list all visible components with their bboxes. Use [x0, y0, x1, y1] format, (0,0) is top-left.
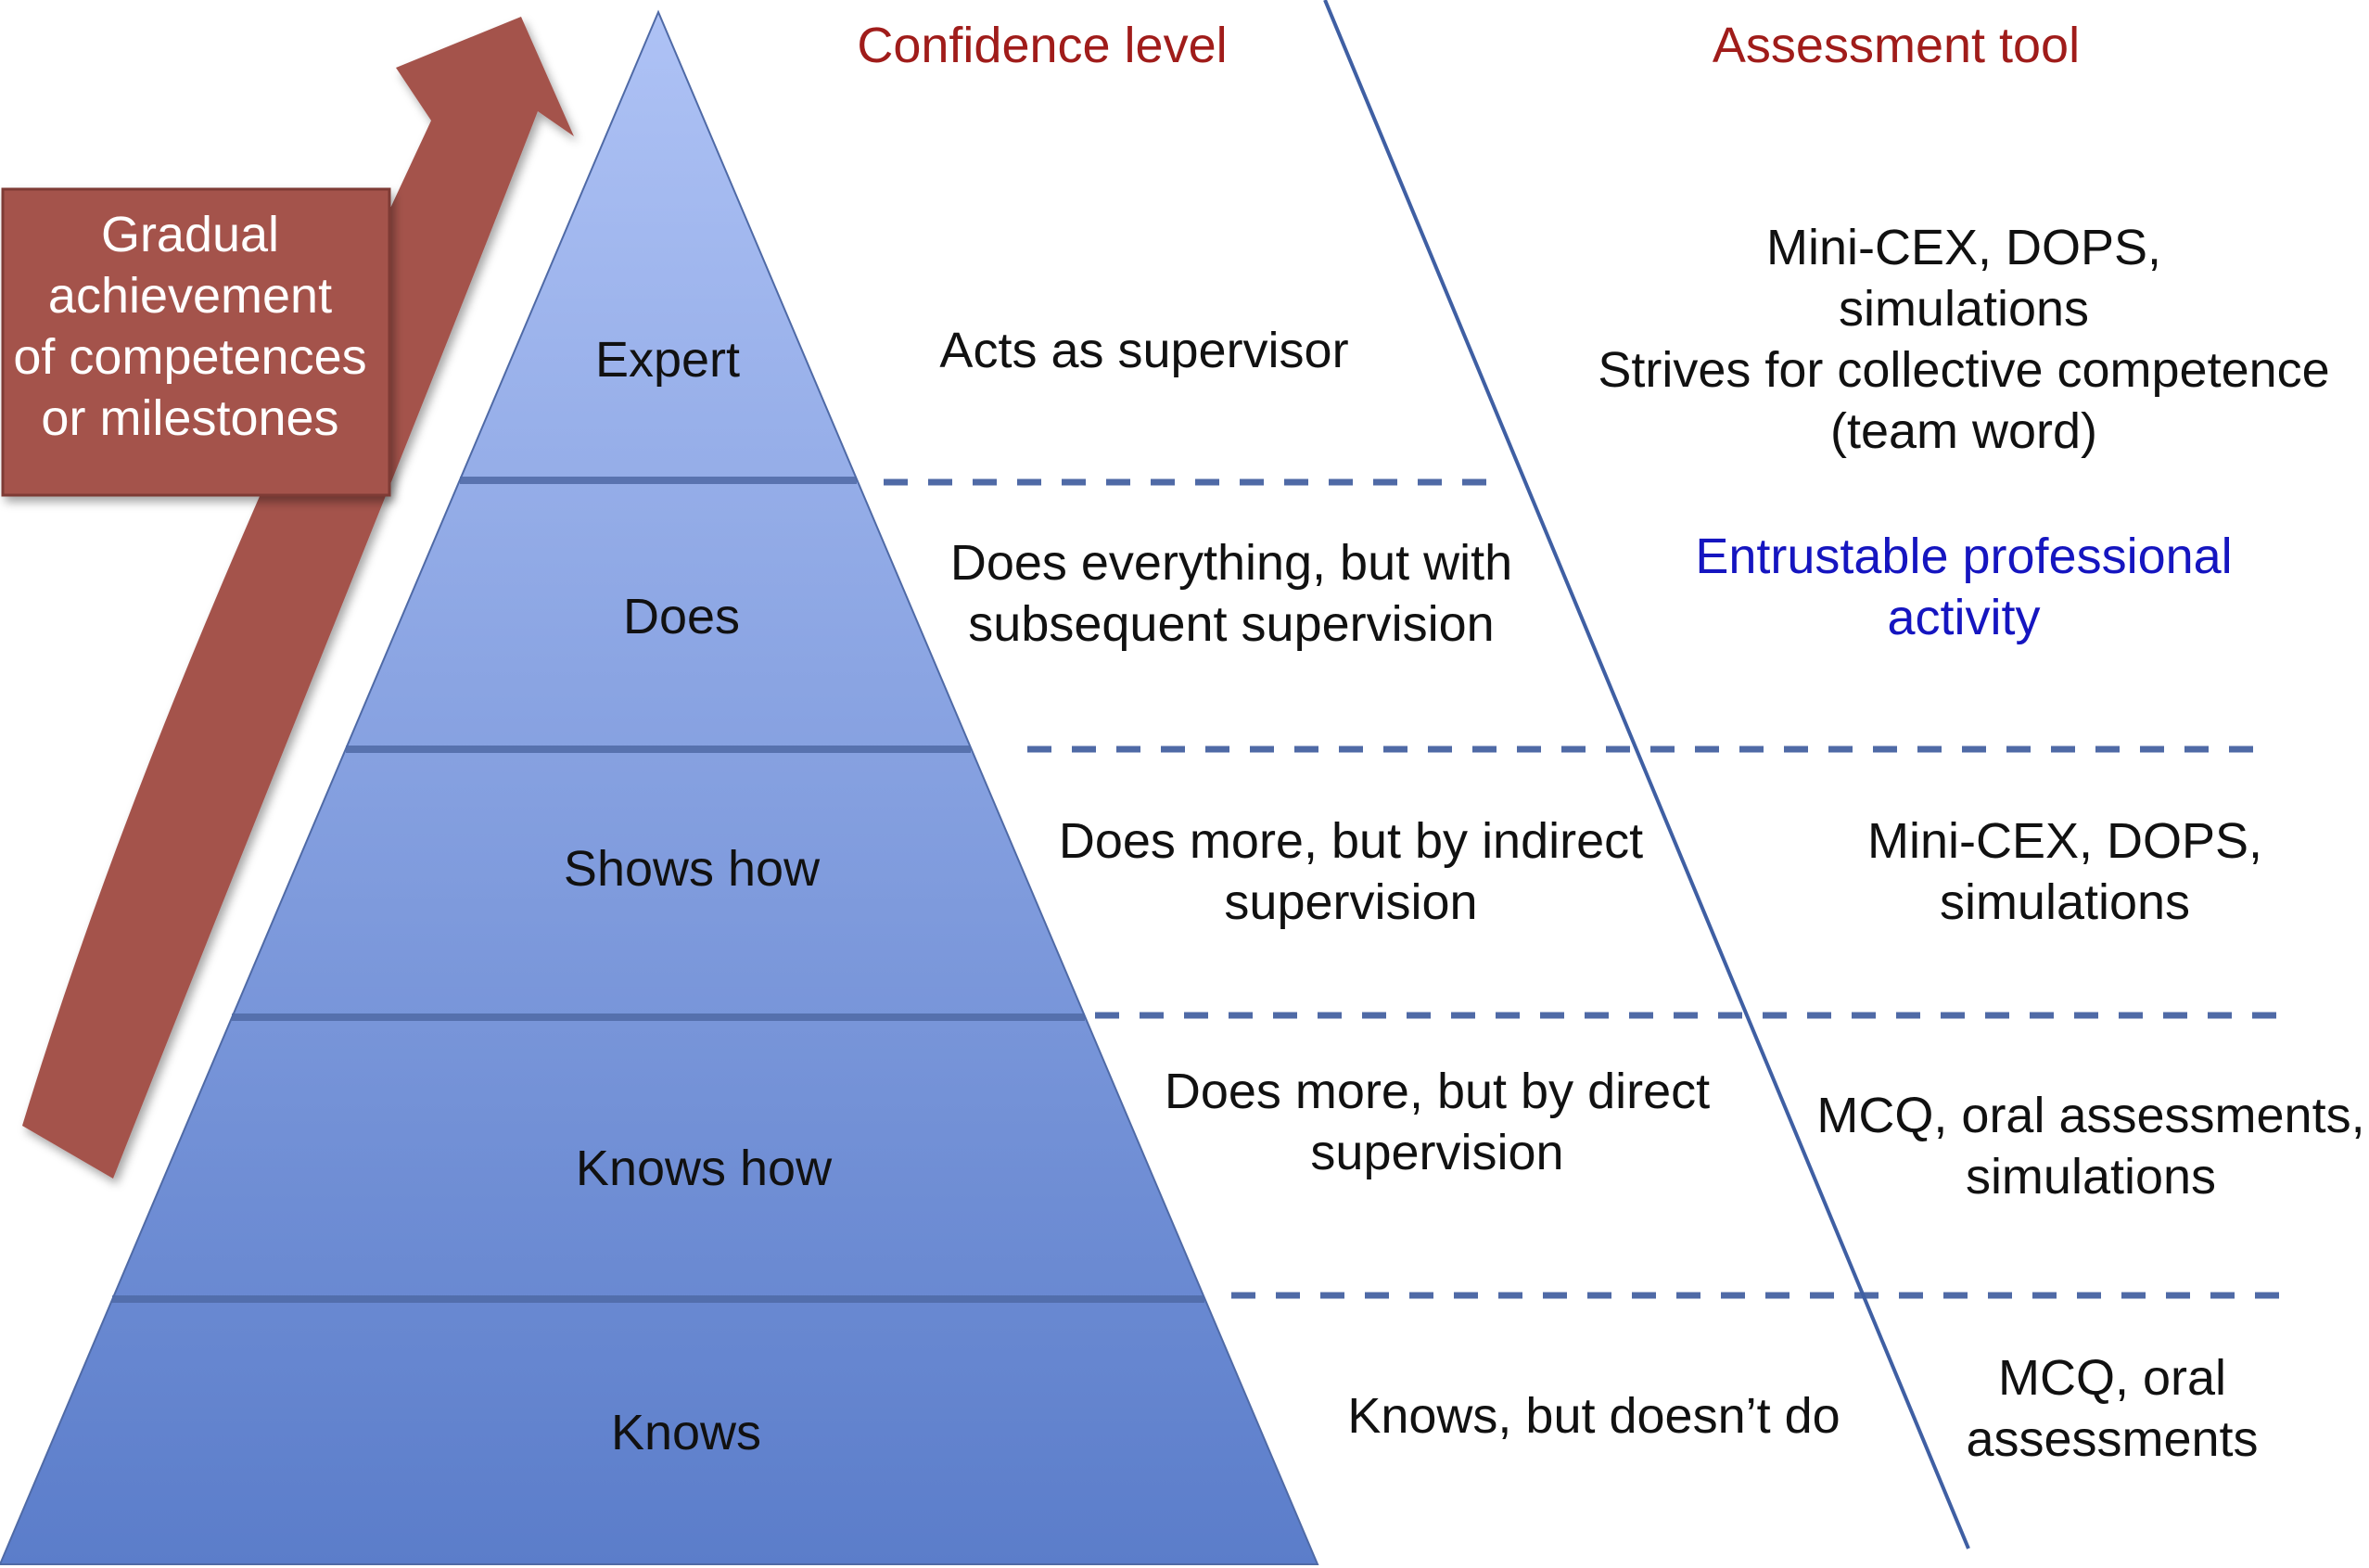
assessment-line: assessments: [1966, 1411, 2259, 1467]
confidence-line: Does everything, but with: [949, 535, 1513, 591]
growth-arrow: [22, 17, 574, 1179]
assessment-line: (team word): [1829, 403, 2098, 459]
arrow-label-line: or milestones: [41, 390, 339, 446]
assessment-epa: Entrustable professional activity: [1695, 526, 2232, 648]
confidence-shows-how: Does more, but by indirect supervision: [1059, 810, 1643, 933]
pyramid-level-expert: Expert: [594, 332, 741, 388]
assessment-line: simulations: [1965, 1149, 2217, 1205]
assessment-line: MCQ, oral: [1997, 1350, 2227, 1406]
assessment-knows: MCQ, oral assessments: [1966, 1347, 2258, 1470]
confidence-knows: Knows, but doesn’t do: [1347, 1385, 1840, 1447]
assessment-line: Mini-CEX, DOPS,: [1765, 220, 2162, 275]
assessment-expert: Mini-CEX, DOPS, simulations Strives for …: [1598, 217, 2329, 462]
dashed-separators: [884, 478, 2285, 1299]
confidence-line: subsequent supervision: [968, 596, 1495, 652]
pyramid-level-knows: Knows: [610, 1405, 762, 1460]
confidence-line: Knows, but doesn’t do: [1347, 1388, 1840, 1444]
assessment-knows-how: MCQ, oral assessments, simulations: [1816, 1085, 2364, 1207]
arrow-label-box: [1, 187, 391, 497]
confidence-line: supervision: [1224, 874, 1478, 930]
confidence-does: Does everything, but with subsequent sup…: [950, 532, 1512, 655]
confidence-expert: Acts as supervisor: [939, 320, 1348, 381]
header-confidence-level: Confidence level: [857, 18, 1228, 73]
header-assessment-tool: Assessment tool: [1712, 18, 2081, 73]
assessment-line: simulations: [1939, 874, 2191, 930]
confidence-line: Acts as supervisor: [939, 323, 1349, 378]
arrow-label: Gradual achievement of competences or mi…: [13, 204, 366, 449]
assessment-line: MCQ, oral assessments,: [1816, 1088, 2365, 1143]
assessment-line: Entrustable professional: [1695, 529, 2233, 584]
assessment-line: Strives for collective competence: [1598, 342, 2330, 398]
confidence-knows-how: Does more, but by direct supervision: [1165, 1061, 1710, 1183]
confidence-line: supervision: [1310, 1125, 1564, 1180]
pyramid: [0, 9, 1319, 1565]
diagonal-divider: [1323, 0, 1970, 1549]
arrow-label-line: achievement: [47, 268, 333, 324]
pyramid-level-shows-how: Shows how: [563, 841, 821, 897]
assessment-line: Mini-CEX, DOPS,: [1866, 813, 2263, 869]
assessment-line: activity: [1887, 590, 2041, 645]
arrow-label-line: Gradual: [100, 207, 280, 262]
assessment-shows-how: Mini-CEX, DOPS, simulations: [1867, 810, 2262, 933]
pyramid-level-knows-how: Knows how: [575, 1141, 833, 1196]
arrow-label-line: of competences: [13, 329, 367, 385]
confidence-line: Does more, but by direct: [1164, 1064, 1711, 1119]
confidence-line: Does more, but by indirect: [1058, 813, 1644, 869]
assessment-line: simulations: [1838, 281, 2090, 337]
pyramid-level-does: Does: [622, 589, 741, 644]
